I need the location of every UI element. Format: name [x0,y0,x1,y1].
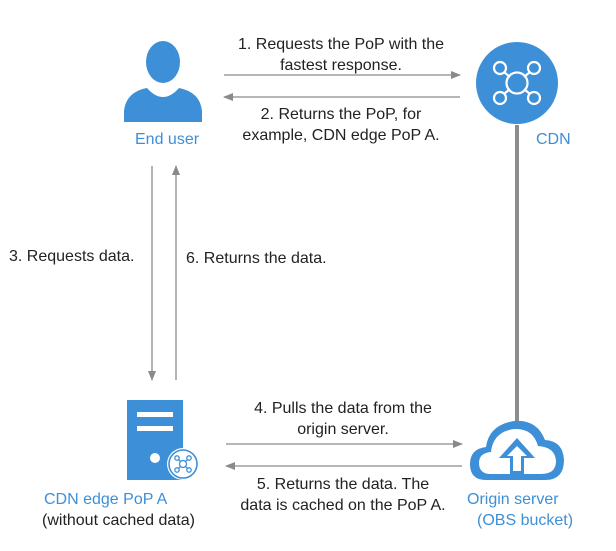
step-2-line-2: example, CDN edge PoP A. [242,127,440,144]
step-1-label: 1. Requests the PoP with the fastest res… [216,34,466,76]
step-5-line-2: data is cached on the PoP A. [240,497,446,514]
cloud-upload-icon [470,420,564,480]
end-user-label: End user [135,131,200,148]
user-icon [124,41,202,122]
step-3-label: 3. Requests data. [9,248,135,265]
step-4-line-1: 4. Pulls the data from the [254,400,432,417]
step-1-line-1: 1. Requests the PoP with the [237,36,445,53]
server-icon [127,400,199,480]
origin-sublabel: (OBS bucket) [477,512,574,529]
step-2-line-1: 2. Returns the PoP, for [260,106,422,123]
step-6-label: 6. Returns the data. [186,250,327,267]
edge-pop-sublabel: (without cached data) [42,512,195,529]
edge-pop-label: CDN edge PoP A [44,491,168,508]
cdn-network-icon [476,42,558,124]
step-4-line-2: origin server. [297,421,389,438]
cdn-label: CDN [536,131,571,148]
origin-label: Origin server [467,491,559,508]
step-5-label: 5. Returns the data. The data is cached … [218,474,468,516]
step-4-label: 4. Pulls the data from the origin server… [218,398,468,440]
step-1-line-2: fastest response. [280,57,402,74]
step-5-line-1: 5. Returns the data. The [256,476,430,493]
step-2-label: 2. Returns the PoP, for example, CDN edg… [216,104,466,146]
